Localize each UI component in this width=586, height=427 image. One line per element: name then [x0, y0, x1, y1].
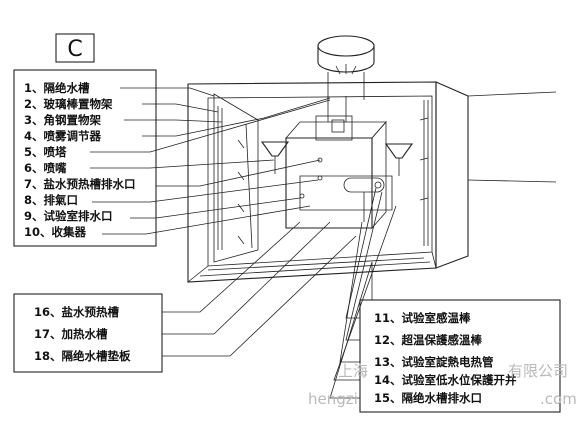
label-item-10: 10、收集器 — [24, 225, 87, 239]
label-item-8: 8、排氣口 — [24, 193, 78, 207]
angle-steel-rack — [419, 100, 429, 246]
left-label-panel: 1、隔绝水槽 2、玻璃棒置物架 3、角钢置物架 4、喷雾调节器 5、喷塔 6、喷… — [13, 69, 157, 247]
spray-tower — [317, 35, 375, 100]
left-spray-nozzle — [260, 141, 290, 174]
label-item-3: 3、角钢置物架 — [24, 113, 102, 127]
label-item-16: 16、盐水预热槽 — [34, 305, 120, 319]
corner-letter: C — [67, 37, 82, 62]
right-spray-nozzle — [384, 143, 414, 176]
watermark-line-1-suffix: 有限公司 — [508, 362, 568, 380]
watermark-line-2-suffix: .com — [540, 390, 577, 408]
label-item-18: 18、隔绝水槽垫板 — [34, 349, 131, 363]
heating-tank — [299, 175, 393, 222]
label-item-11: 11、试验室感温棒 — [374, 311, 471, 325]
bottom-left-leader-lines — [162, 221, 357, 357]
label-item-6: 6、喷嘴 — [24, 161, 67, 175]
water-tank-rim — [199, 257, 431, 300]
label-item-7: 7、盐水预热槽排水口 — [24, 177, 136, 191]
glass-rod-rack — [213, 93, 259, 263]
saline-preheat-unit — [285, 96, 387, 230]
label-item-15: 15、隔绝水槽排水口 — [374, 391, 482, 405]
label-item-1: 1、隔绝水槽 — [24, 81, 90, 95]
label-item-12: 12、超温保護感溫棒 — [374, 333, 483, 347]
label-item-9: 9、试验室排水口 — [24, 209, 113, 223]
label-item-14: 14、试验室低水位保護开并 — [374, 373, 517, 387]
watermark-line-1: 上海 — [338, 362, 368, 380]
label-item-5: 5、喷塔 — [24, 145, 67, 159]
label-item-13: 13、试验室諚熱电热管 — [374, 355, 494, 369]
bottom-right-label-panel: 11、试验室感温棒 12、超温保護感溫棒 13、试验室諚熱电热管 14、试验室低… — [359, 299, 561, 413]
corner-letter-box: C — [55, 33, 95, 63]
watermark: 上海 有限公司 hengzi .com — [308, 362, 577, 408]
bottom-right-leader-lines — [329, 187, 397, 399]
bottom-left-label-panel: 16、盐水预热槽 17、加热水槽 18、隔绝水槽垫板 — [13, 293, 163, 373]
left-leader-lines — [90, 87, 331, 235]
watermark-line-2: hengzi — [308, 390, 358, 408]
label-item-17: 17、加热水槽 — [34, 327, 108, 341]
label-item-4: 4、喷雾调节器 — [24, 129, 102, 143]
label-item-2: 2、玻璃棒置物架 — [24, 97, 113, 111]
chamber-body — [187, 81, 557, 283]
